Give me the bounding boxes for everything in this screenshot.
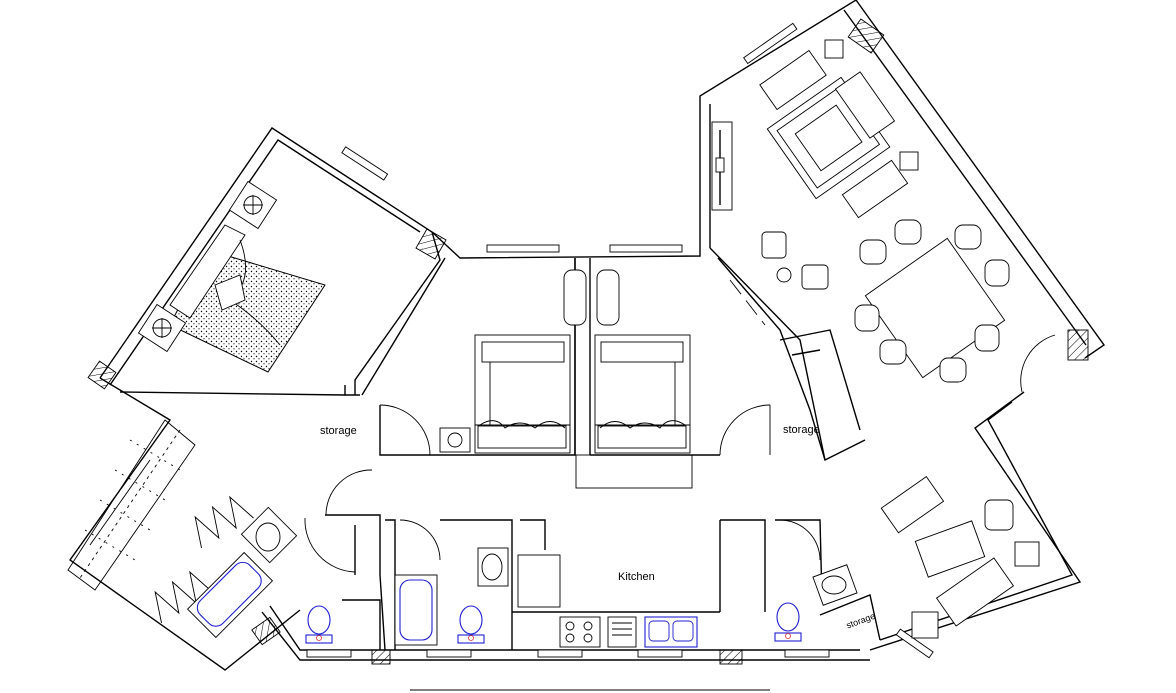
label-storage-small: storage bbox=[845, 611, 877, 631]
bedroom-walls bbox=[119, 231, 576, 456]
sofa-bay-left bbox=[439, 334, 571, 454]
sink-middle bbox=[477, 547, 509, 587]
sink-right bbox=[812, 564, 858, 606]
planter-boxes bbox=[154, 495, 254, 624]
label-kitchen: Kitchen bbox=[618, 571, 655, 583]
wash-basins-red bbox=[316, 633, 791, 641]
chairs-center bbox=[563, 269, 620, 326]
bed bbox=[169, 224, 326, 373]
nightstand-bottom bbox=[137, 303, 187, 353]
label-storage-left: storage bbox=[320, 425, 357, 437]
bathtub-left bbox=[186, 551, 274, 639]
bathtub-middle bbox=[394, 574, 438, 646]
toilet-right bbox=[774, 602, 802, 642]
sink-bath-left bbox=[240, 506, 298, 564]
windows bbox=[87, 18, 1089, 665]
toilet-left bbox=[305, 605, 333, 644]
nightstand-top bbox=[228, 180, 278, 230]
sofa-top-right bbox=[759, 39, 919, 219]
kitchen-fixtures bbox=[517, 554, 698, 648]
dining-table bbox=[854, 219, 1010, 383]
sofa-bay-right bbox=[594, 334, 691, 454]
balcony bbox=[67, 419, 196, 591]
tv-unit bbox=[711, 121, 733, 211]
doors bbox=[304, 334, 1056, 573]
label-storage-right: storage bbox=[783, 424, 820, 436]
toilet-middle bbox=[457, 605, 485, 644]
lounge-lower-right bbox=[880, 476, 1040, 639]
armchairs bbox=[761, 231, 829, 290]
